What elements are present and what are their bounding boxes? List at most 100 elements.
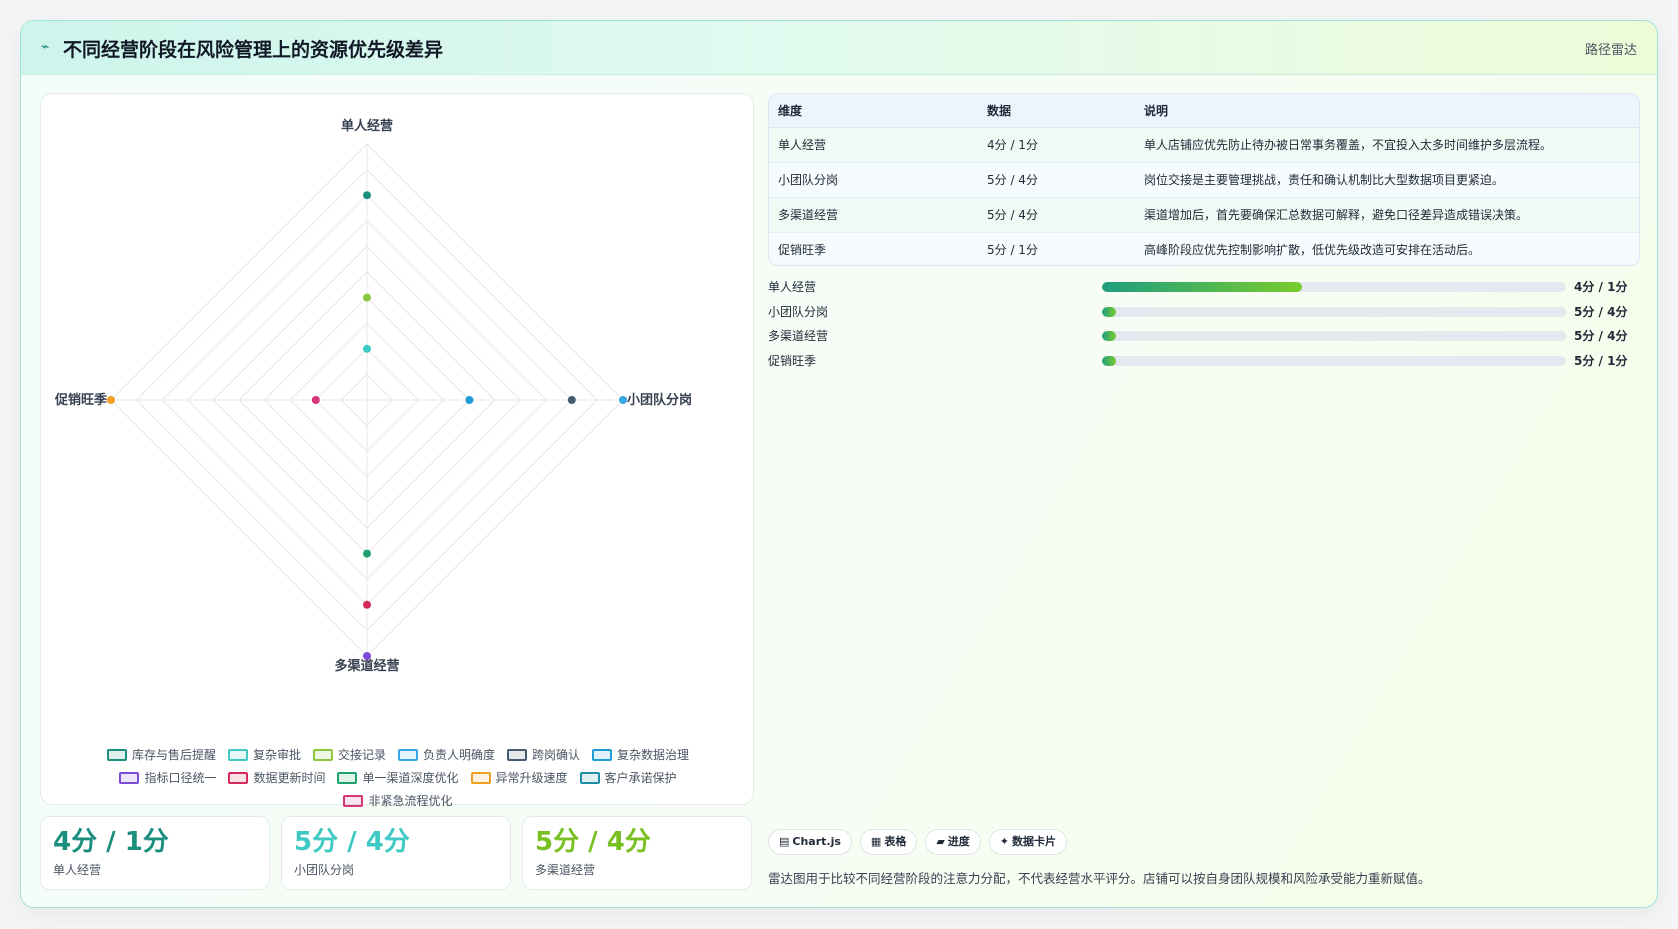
table-row: 多渠道经营 5分 / 4分 渠道增加后，首先要确保汇总数据可解释，避免口径差异造… [769,197,1639,233]
page-title: 不同经营阶段在风险管理上的资源优先级差异 [63,39,444,61]
header: ⌁ 不同经营阶段在风险管理上的资源优先级差异 路径雷达 [21,21,1657,75]
legend-swatch [312,748,333,761]
chip-chartjs[interactable]: ▤Chart.js [768,829,852,855]
table-cell-data: 5分 / 1分 [978,232,1135,265]
table-cell-dimension: 单人经营 [769,127,978,163]
progress-track [1102,355,1566,366]
table-cell-data: 5分 / 4分 [978,162,1135,198]
progress-fill [1102,306,1116,317]
chip-data-cards[interactable]: ✦数据卡片 [988,829,1068,855]
table-cell-data: 4分 / 1分 [978,127,1135,163]
progress-fill [1102,355,1116,366]
legend-item[interactable]: 复杂数据治理 [592,746,689,763]
pulse-icon: ⌁ [41,39,50,55]
chip-label: 数据卡片 [1012,835,1057,848]
kpi-card-small-team: 5分 / 4分 小团队分岗 [281,816,511,890]
table-header-data: 数据 [978,94,1135,128]
table-row: 促销旺季 5分 / 1分 高峰阶段应优先控制影响扩散，低优先级改造可安排在活动后… [769,232,1639,265]
legend-label: 交接记录 [337,748,386,762]
kpi-label: 多渠道经营 [535,863,596,877]
chip-progress[interactable]: ▰进度 [925,829,981,855]
legend-item[interactable]: 复杂审批 [227,746,301,763]
legend-swatch [228,771,249,784]
progress-fill [1102,331,1116,341]
legend-swatch [337,771,358,784]
legend-swatch [579,771,600,784]
radar-point [363,344,371,353]
radar-card: 单人经营小团队分岗多渠道经营促销旺季 库存与售后提醒复杂审批交接记录负责人明确度… [40,93,754,808]
progress-track [1102,306,1566,317]
chart-icon: ▤ [779,835,790,848]
view-chips: ▤Chart.js ▦表格 ▰进度 ✦数据卡片 [768,829,1068,855]
table-cell-description: 岗位交接是主要管理挑战，责任和确认机制比大型数据项目更紧迫。 [1135,162,1639,198]
kpi-label: 小团队分岗 [294,863,355,877]
radar-point [363,652,371,660]
legend-item[interactable]: 客户承诺保护 [579,769,677,786]
legend-label: 复杂数据治理 [617,748,690,762]
progress-row-small-team: 小团队分岗 5分 / 4分 [768,299,1640,324]
legend-label: 跨岗确认 [532,748,581,762]
progress-row-solo: 单人经营 4分 / 1分 [768,274,1640,299]
radar-point [619,396,627,404]
table-row: 单人经营 4分 / 1分 单人店铺应优先防止待办被日常事务覆盖，不宜投入太多时间… [769,127,1639,163]
legend-item[interactable]: 指标口径统一 [119,769,216,786]
progress-icon: ▰ [936,835,945,848]
legend-item[interactable]: 非紧急流程优化 [343,792,453,809]
legend-swatch [507,748,528,761]
legend-item[interactable]: 数据更新时间 [228,769,325,786]
footnote: 雷达图用于比较不同经营阶段的注意力分配，不代表经营水平评分。店铺可以按自身团队规… [768,871,1431,886]
radar-axis-label: 单人经营 [341,118,393,134]
progress-label: 小团队分岗 [768,304,829,319]
radar-point [311,396,320,404]
progress-row-multichannel: 多渠道经营 5分 / 4分 [768,323,1640,348]
legend-item[interactable]: 异常升级速度 [470,769,568,786]
chip-label: 进度 [947,835,970,848]
legend-item[interactable]: 负责人明确度 [398,746,495,763]
radar-point [567,396,576,404]
legend-item[interactable]: 单一渠道深度优化 [337,769,459,786]
radar-point [363,600,371,609]
table-cell-dimension: 多渠道经营 [769,197,978,233]
legend-label: 库存与售后提醒 [131,748,216,762]
radar-axis-label: 小团队分岗 [627,392,692,408]
chip-label: 表格 [884,835,907,848]
legend-label: 数据更新时间 [253,771,326,785]
kpi-label: 单人经营 [53,863,102,877]
table-header-description: 说明 [1135,94,1639,128]
legend-swatch [343,794,364,807]
data-table: 维度 数据 说明 单人经营 4分 / 1分 单人店铺应优先防止待办被日常事务覆盖… [769,94,1639,265]
legend-swatch [227,748,248,761]
kpi-value: 4分 / 1分 [53,827,169,857]
dashboard-frame: ⌁ 不同经营阶段在风险管理上的资源优先级差异 路径雷达 单人经营小团队分岗多渠道… [20,20,1658,908]
radar-point [363,191,371,200]
radar-axis-label: 多渠道经营 [334,658,399,674]
chip-label: Chart.js [792,835,841,848]
chart-type-tag: 路径雷达 [1584,43,1637,58]
kpi-card-multichannel: 5分 / 4分 多渠道经营 [522,816,752,890]
progress-label: 多渠道经营 [768,329,829,343]
table-header-row: 维度 数据 说明 [769,94,1639,128]
radar-point [465,396,474,404]
chip-table[interactable]: ▦表格 [859,829,918,855]
table-row: 小团队分岗 5分 / 4分 岗位交接是主要管理挑战，责任和确认机制比大型数据项目… [769,162,1639,198]
table-icon: ▦ [870,835,882,848]
table-cell-dimension: 促销旺季 [769,232,978,265]
legend-label: 复杂审批 [252,748,301,762]
legend-swatch [398,748,418,761]
kpi-value: 5分 / 4分 [294,827,410,857]
legend-label: 指标口径统一 [144,771,217,785]
table-cell-data: 5分 / 4分 [978,197,1135,233]
radar-point [363,293,371,302]
spark-icon: ✦ [999,835,1010,848]
progress-value: 5分 / 4分 [1574,304,1628,319]
progress-track [1102,331,1566,341]
legend-swatch [119,771,140,784]
legend-item[interactable]: 交接记录 [312,746,386,763]
kpi-card-solo: 4分 / 1分 单人经营 [40,816,270,890]
legend-label: 非紧急流程优化 [368,794,453,808]
legend-item[interactable]: 跨岗确认 [507,746,580,763]
legend-item[interactable]: 库存与售后提醒 [106,746,216,763]
legend-label: 单一渠道深度优化 [362,771,459,785]
legend-swatch [592,748,613,761]
